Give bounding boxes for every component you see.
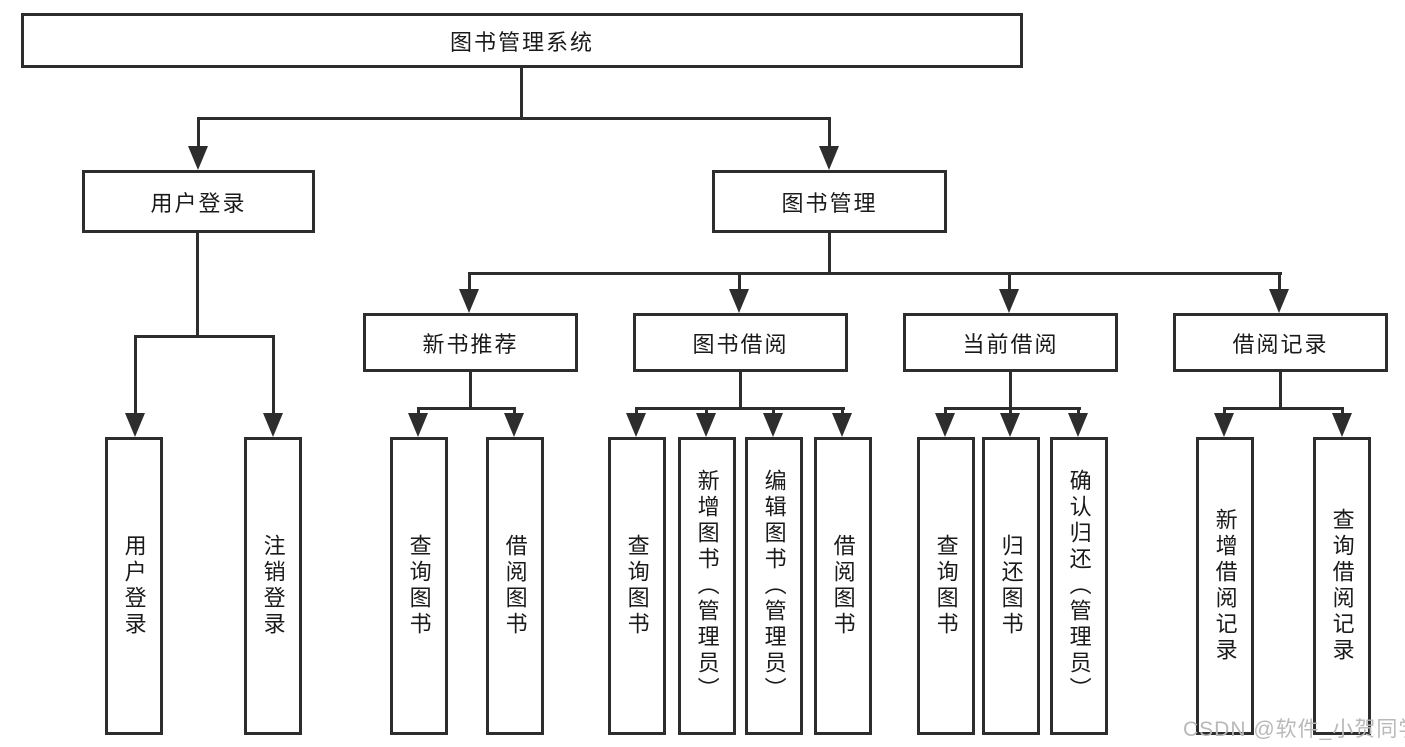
leaf-add-books-admin: 新增图书（管理员） [678, 437, 736, 735]
arrow-down-icon [504, 413, 524, 437]
connector-line [738, 272, 741, 291]
node-user-login: 用户登录 [82, 170, 315, 233]
connector-line [196, 233, 199, 335]
leaf-add-borrow-record: 新增借阅记录 [1196, 437, 1254, 735]
connector-line [513, 407, 516, 415]
leaf-confirm-return-admin: 确认归还（管理员） [1050, 437, 1108, 735]
connector-line [134, 335, 275, 338]
arrow-down-icon [1000, 413, 1020, 437]
connector-line [469, 372, 472, 407]
connector-line [1223, 407, 1344, 410]
leaf-query-books: 查询图书 [917, 437, 975, 735]
connector-line [944, 407, 947, 415]
node-library-management-system: 图书管理系统 [21, 13, 1023, 68]
arrow-down-icon [696, 413, 716, 437]
connector-line [828, 233, 831, 272]
connector-line [197, 117, 831, 120]
node-current-borrowing: 当前借阅 [903, 313, 1118, 372]
arrow-down-icon [408, 413, 428, 437]
connector-line [635, 407, 845, 410]
connector-line [828, 117, 831, 149]
arrow-down-icon [935, 413, 955, 437]
leaf-query-books: 查询图书 [390, 437, 448, 735]
arrow-down-icon [819, 146, 839, 170]
leaf-edit-books-admin: 编辑图书（管理员） [745, 437, 803, 735]
connector-line [1008, 272, 1011, 291]
connector-line [1223, 407, 1226, 415]
leaf-logout: 注销登录 [244, 437, 302, 735]
node-borrowing-records: 借阅记录 [1173, 313, 1388, 372]
connector-line [705, 407, 708, 415]
csdn-watermark: CSDN @软件_小贺同学 [1183, 718, 1405, 741]
arrow-down-icon [763, 413, 783, 437]
leaf-query-borrow-record: 查询借阅记录 [1313, 437, 1371, 735]
connector-line [197, 117, 200, 149]
arrow-down-icon [999, 289, 1019, 313]
leaf-borrow-books: 借阅图书 [814, 437, 872, 735]
arrow-down-icon [263, 413, 283, 437]
connector-line [468, 272, 471, 291]
connector-line [1009, 407, 1012, 415]
leaf-query-books: 查询图书 [608, 437, 666, 735]
connector-line [1279, 372, 1282, 407]
arrow-down-icon [1214, 413, 1234, 437]
connector-line [417, 407, 420, 415]
connector-line [739, 372, 742, 407]
connector-line [520, 68, 523, 117]
connector-line [134, 335, 137, 415]
leaf-borrow-books: 借阅图书 [486, 437, 544, 735]
connector-line [272, 335, 275, 415]
leaf-user-login: 用户登录 [105, 437, 163, 735]
leaf-return-books: 归还图书 [982, 437, 1040, 735]
connector-line [1009, 372, 1012, 407]
node-book-borrowing: 图书借阅 [633, 313, 848, 372]
connector-line [1341, 407, 1344, 415]
connector-line [1278, 272, 1281, 291]
arrow-down-icon [188, 146, 208, 170]
node-book-management: 图书管理 [712, 170, 947, 233]
arrow-down-icon [729, 289, 749, 313]
node-new-book-recommendation: 新书推荐 [363, 313, 578, 372]
connector-line [468, 272, 1282, 275]
connector-line [417, 407, 516, 410]
connector-line [772, 407, 775, 415]
connector-line [635, 407, 638, 415]
arrow-down-icon [125, 413, 145, 437]
arrow-down-icon [1269, 289, 1289, 313]
connector-line [1077, 407, 1080, 415]
arrow-down-icon [1332, 413, 1352, 437]
arrow-down-icon [459, 289, 479, 313]
arrow-down-icon [626, 413, 646, 437]
connector-line [944, 407, 1081, 410]
connector-line [841, 407, 844, 415]
arrow-down-icon [1068, 413, 1088, 437]
arrow-down-icon [832, 413, 852, 437]
